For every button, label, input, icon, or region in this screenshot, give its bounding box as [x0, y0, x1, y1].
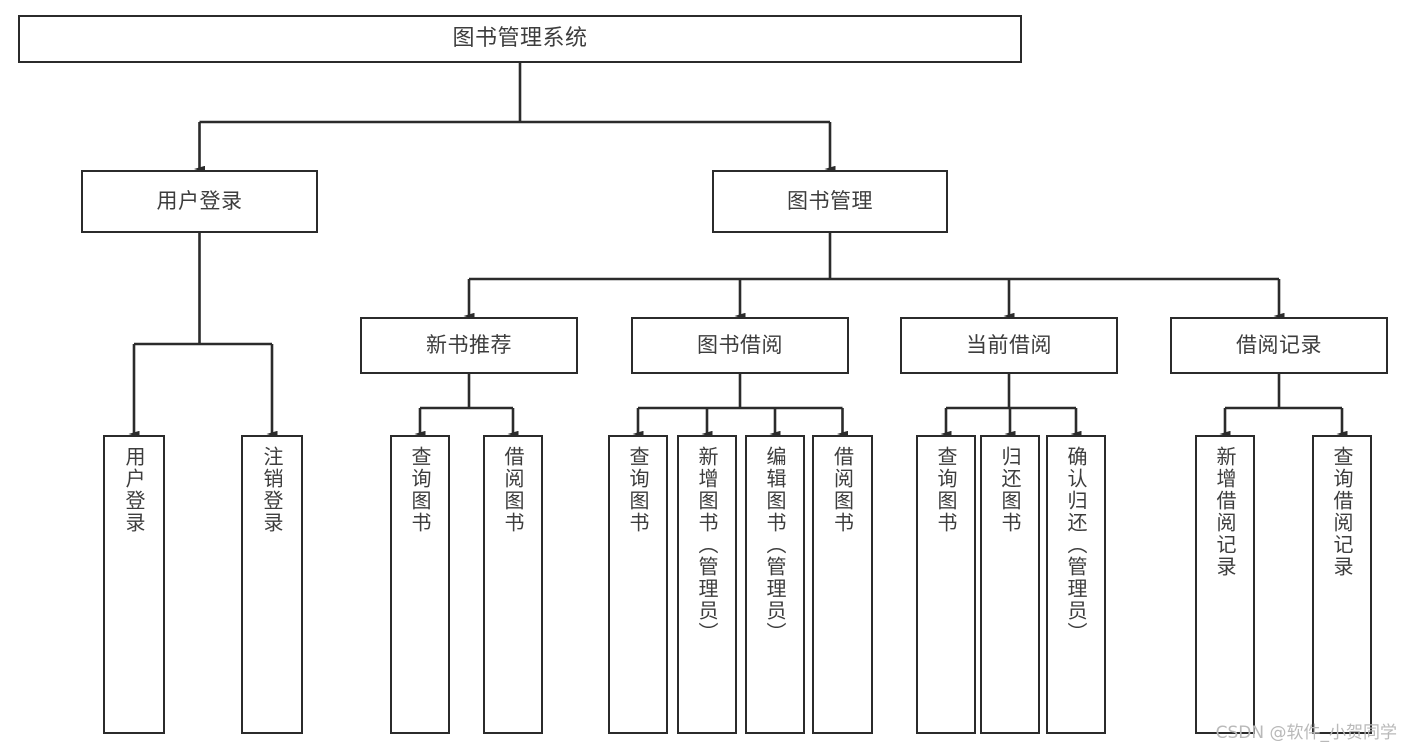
node-user-login[interactable]: 用户登录: [81, 170, 318, 233]
node-new-book-rec[interactable]: 新书推荐: [360, 317, 578, 374]
node-leaf-query-book-2-label: 查询图书: [626, 446, 650, 534]
node-book-borrow[interactable]: 图书借阅: [631, 317, 849, 374]
node-current-borrow[interactable]: 当前借阅: [900, 317, 1118, 374]
node-leaf-user-login[interactable]: 用户登录: [103, 435, 165, 734]
node-leaf-edit-book[interactable]: 编辑图书（管理员）: [745, 435, 805, 734]
node-leaf-query-book-3-label: 查询图书: [934, 446, 958, 534]
node-leaf-add-book-label: 新增图书（管理员）: [695, 446, 719, 644]
node-leaf-return-book[interactable]: 归还图书: [980, 435, 1040, 734]
node-leaf-logout[interactable]: 注销登录: [241, 435, 303, 734]
node-user-login-label: 用户登录: [156, 189, 243, 214]
node-leaf-borrow-book-1-label: 借阅图书: [501, 446, 525, 534]
node-current-borrow-label: 当前借阅: [966, 333, 1052, 358]
node-leaf-borrow-book-1[interactable]: 借阅图书: [483, 435, 543, 734]
node-root-label: 图书管理系统: [452, 26, 588, 52]
node-root[interactable]: 图书管理系统: [18, 15, 1022, 63]
node-new-book-rec-label: 新书推荐: [426, 333, 512, 358]
node-borrow-record-label: 借阅记录: [1236, 333, 1322, 358]
node-leaf-query-book-3[interactable]: 查询图书: [916, 435, 976, 734]
node-leaf-edit-book-label: 编辑图书（管理员）: [763, 446, 787, 644]
node-leaf-add-record[interactable]: 新增借阅记录: [1195, 435, 1255, 734]
node-leaf-borrow-book-2[interactable]: 借阅图书: [812, 435, 873, 734]
node-leaf-query-book-2[interactable]: 查询图书: [608, 435, 668, 734]
node-book-manage-label: 图书管理: [787, 189, 873, 214]
node-leaf-confirm-return-label: 确认归还（管理员）: [1064, 446, 1088, 644]
node-leaf-return-book-label: 归还图书: [998, 446, 1022, 534]
node-leaf-add-record-label: 新增借阅记录: [1213, 446, 1237, 578]
node-leaf-query-record[interactable]: 查询借阅记录: [1312, 435, 1372, 734]
node-leaf-logout-label: 注销登录: [260, 446, 284, 534]
node-leaf-add-book[interactable]: 新增图书（管理员）: [677, 435, 737, 734]
node-leaf-query-book-1-label: 查询图书: [408, 446, 432, 534]
node-leaf-query-record-label: 查询借阅记录: [1330, 446, 1354, 578]
watermark: CSDN @软件_小贺同学: [1215, 723, 1397, 743]
node-leaf-query-book-1[interactable]: 查询图书: [390, 435, 450, 734]
node-leaf-confirm-return[interactable]: 确认归还（管理员）: [1046, 435, 1106, 734]
node-book-borrow-label: 图书借阅: [697, 333, 783, 358]
node-leaf-borrow-book-2-label: 借阅图书: [830, 446, 855, 534]
node-book-manage[interactable]: 图书管理: [712, 170, 948, 233]
node-leaf-user-login-label: 用户登录: [122, 446, 146, 534]
node-borrow-record[interactable]: 借阅记录: [1170, 317, 1388, 374]
